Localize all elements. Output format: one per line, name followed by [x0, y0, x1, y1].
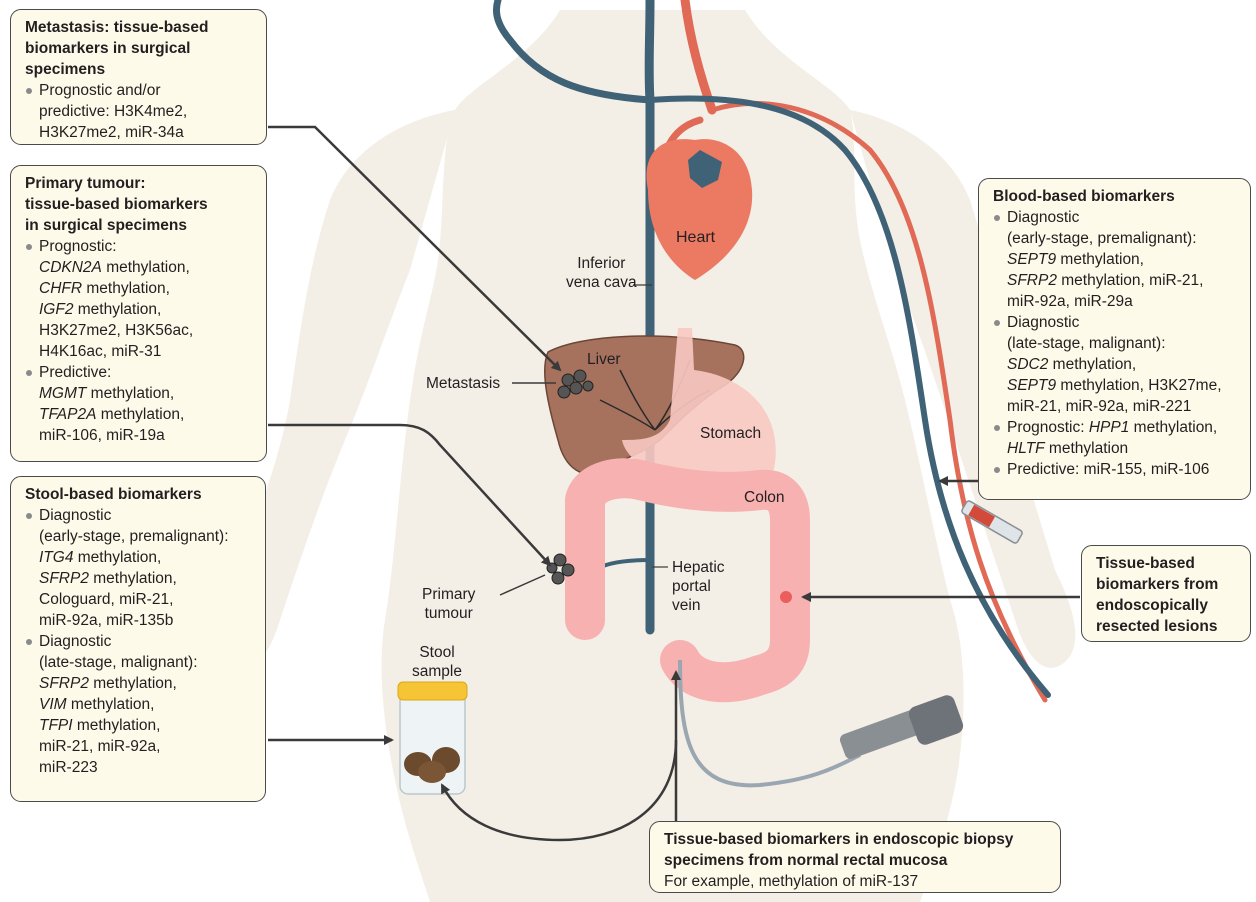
label-stomach: Stomach: [700, 424, 761, 443]
box-title: Blood-based biomarkers: [993, 186, 1238, 207]
biomarker-item: Diagnostic(early-stage, premalignant):IT…: [25, 505, 253, 631]
biomarker-item: Predictive: miR-155, miR-106: [993, 459, 1238, 480]
biomarker-item: Diagnostic(early-stage, premalignant):SE…: [993, 207, 1238, 312]
biomarker-item: Prognostic:CDKN2A methylation,CHFR methy…: [25, 236, 254, 362]
label-liver: Liver: [587, 350, 621, 369]
label-metastasis: Metastasis: [426, 374, 500, 393]
biomarker-list: Diagnostic(early-stage, premalignant):IT…: [25, 505, 253, 778]
label-stool-sample: Stool sample: [412, 643, 462, 681]
biomarker-list: Prognostic:CDKN2A methylation,CHFR methy…: [25, 236, 254, 446]
box-title: Tissue-based biomarkers in endoscopic bi…: [664, 829, 1048, 871]
colon-lesion: [780, 591, 792, 603]
biomarker-item: Predictive:MGMT methylation,TFAP2A methy…: [25, 362, 254, 446]
label-heart: Heart: [676, 228, 715, 247]
label-primary-tumour: Primary tumour: [422, 585, 475, 623]
biomarker-item: Diagnostic(late-stage, malignant):SDC2 m…: [993, 312, 1238, 417]
biomarker-item: Prognostic: HPP1 methylation,HLTF methyl…: [993, 417, 1238, 459]
label-colon: Colon: [744, 488, 785, 507]
box-note: For example, methylation of miR-137: [664, 871, 1048, 892]
label-inferior-vena-cava: Inferior vena cava: [566, 254, 637, 292]
stool-sample-jar: [398, 682, 467, 794]
label-hepatic-portal-vein: Hepatic portal vein: [672, 558, 725, 615]
biomarker-item: Diagnostic(late-stage, malignant):SFRP2 …: [25, 631, 253, 778]
box-title: Stool-based biomarkers: [25, 484, 253, 505]
rectal-mucosa-biomarkers-box: Tissue-based biomarkers in endoscopic bi…: [649, 821, 1061, 893]
biomarker-list: Diagnostic(early-stage, premalignant):SE…: [993, 207, 1238, 480]
